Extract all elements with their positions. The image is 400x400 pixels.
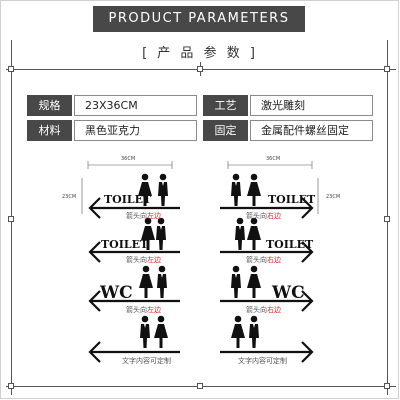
width-dimension-right: 36CM (266, 156, 281, 162)
sign-note-custom: 文字内容可定制 (238, 357, 287, 365)
spec-label: 材料 (27, 120, 72, 141)
sign-note: 箭头向右边 (246, 306, 281, 314)
height-dimension-left: 23CM (62, 194, 77, 200)
sign-note: 箭头向左边 (126, 256, 161, 264)
edge-handle-left (8, 216, 14, 222)
corner-handle-tl (8, 66, 14, 72)
spec-label: 规格 (27, 95, 72, 116)
spec-row-craft: 工艺 激光雕刻 (203, 95, 373, 116)
page-title: PRODUCT PARAMETERS (93, 6, 305, 32)
spec-row-mounting: 固定 金属配件螺丝固定 (203, 120, 373, 141)
spec-row-material: 材料 黑色亚克力 (27, 120, 197, 141)
spec-value: 黑色亚克力 (74, 120, 197, 141)
sign-note: 箭头向左边 (126, 212, 161, 220)
edge-handle-top (197, 66, 203, 72)
sign-note: 箭头向左边 (126, 306, 161, 314)
spec-row-size: 规格 23X36CM (27, 95, 197, 116)
spec-value: 23X36CM (74, 95, 197, 116)
height-dimension-right: 23CM (326, 194, 341, 200)
sign-note-custom: 文字内容可定制 (122, 357, 171, 365)
page-subtitle: [ 产 品 参 数 ] (142, 46, 258, 61)
edge-handle-bottom (197, 383, 203, 389)
sign-text-toilet: TOILET (268, 193, 316, 206)
sign-note: 箭头向右边 (246, 212, 281, 220)
sign-text-wc: WC (100, 283, 133, 303)
spec-value: 金属配件螺丝固定 (250, 120, 373, 141)
sign-text-toilet: TOILET (266, 238, 314, 251)
sign-note: 箭头向右边 (246, 256, 281, 264)
spec-label: 工艺 (203, 95, 248, 116)
sign-text-toilet: TOILET (101, 238, 149, 251)
edge-handle-right (384, 216, 390, 222)
spec-value: 激光雕刻 (250, 95, 373, 116)
sign-text-wc: WC (272, 283, 305, 303)
width-dimension-left: 36CM (121, 156, 136, 162)
spec-label: 固定 (203, 120, 248, 141)
corner-handle-tr (384, 66, 390, 72)
sign-text-toilet: TOILET (104, 193, 152, 206)
corner-handle-bl (8, 383, 14, 389)
corner-handle-br (384, 383, 390, 389)
